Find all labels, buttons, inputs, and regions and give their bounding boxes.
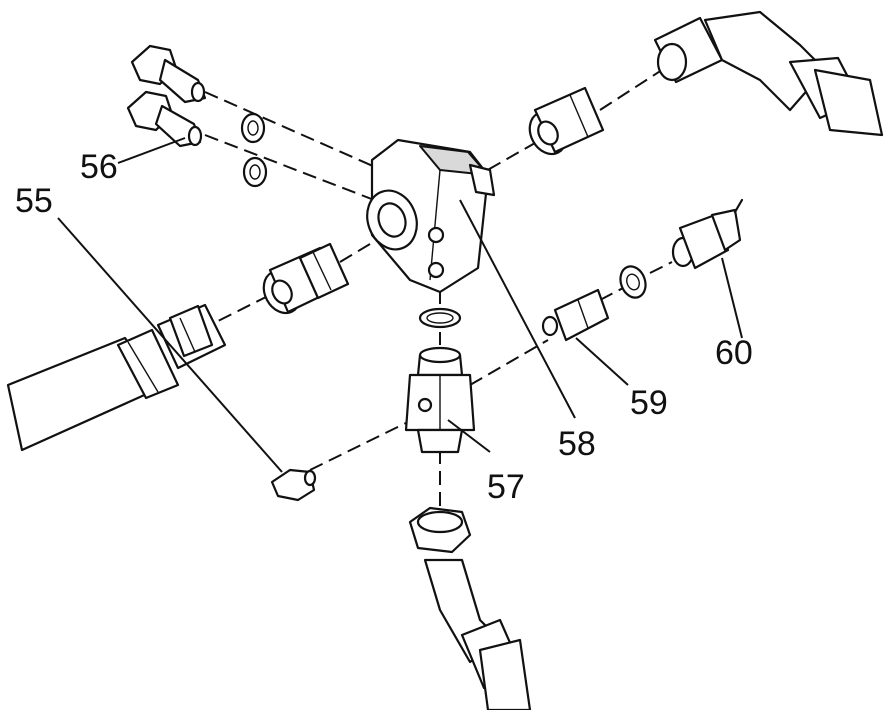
hose-right (653, 10, 884, 137)
union-fitting-right (528, 86, 605, 156)
lock-washers (240, 112, 268, 188)
bolt-lower (126, 90, 203, 148)
leader-lines (57, 137, 743, 473)
callout-57: 57 (487, 468, 525, 506)
washer-60 (619, 265, 647, 299)
adapter-57 (404, 346, 476, 454)
fitting-59 (541, 288, 610, 342)
callout-58: 58 (558, 425, 596, 463)
union-fitting-left (262, 242, 350, 315)
callout-labels: 55 56 57 58 59 60 (15, 148, 753, 506)
hose-left (6, 303, 227, 452)
plug-55 (270, 468, 317, 502)
callout-59: 59 (630, 384, 668, 422)
callout-60: 60 (715, 334, 753, 372)
callout-56: 56 (80, 148, 118, 186)
callout-55: 55 (15, 182, 53, 220)
hose-bottom (408, 506, 532, 710)
sensor-60 (671, 198, 744, 270)
bolt-upper (130, 44, 207, 104)
o-ring (418, 307, 462, 329)
tee-block-58 (366, 138, 496, 294)
